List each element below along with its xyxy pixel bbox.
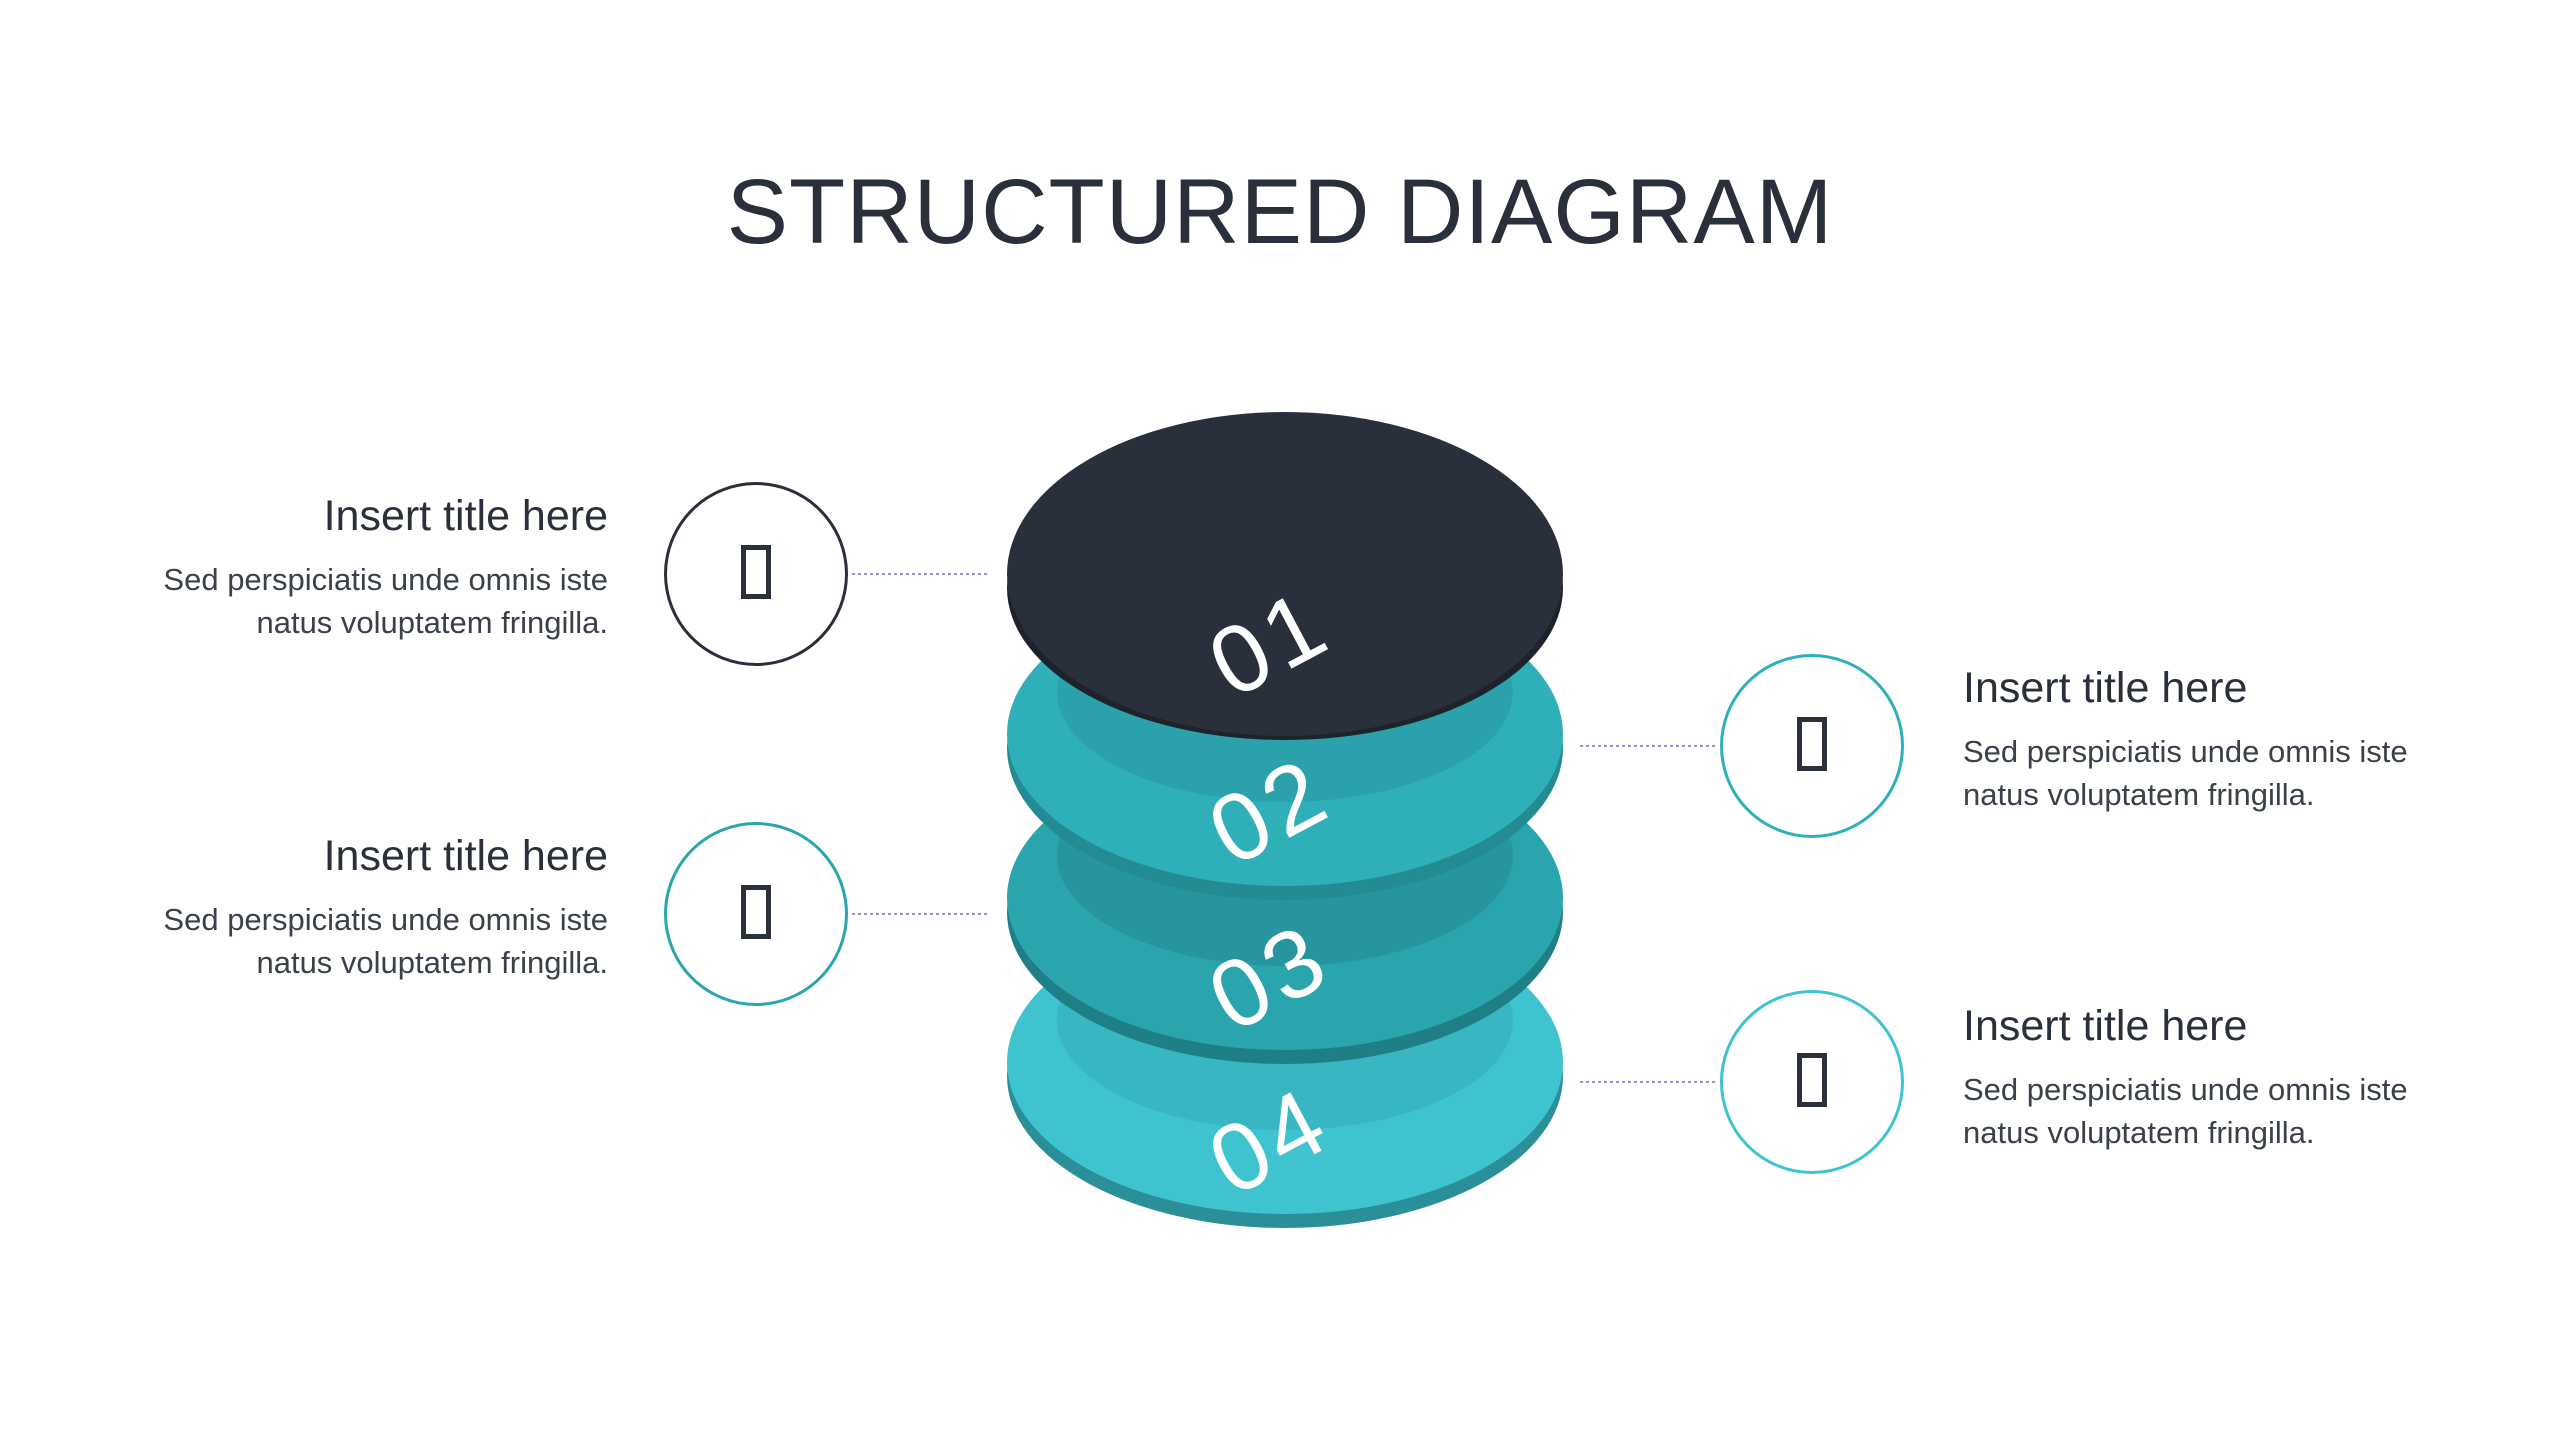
callout-title: Insert title here (323, 832, 608, 880)
callout-description: Sed perspiciatis unde omnis iste natus v… (1963, 730, 2483, 816)
callout-description-line: natus voluptatem fringilla. (256, 605, 608, 640)
icon-circle-02 (1720, 654, 1904, 838)
callout-02: Insert title here Sed perspiciatis unde … (1963, 662, 2483, 816)
callout-description: Sed perspiciatis unde omnis iste natus v… (88, 558, 608, 644)
callout-description-line: Sed perspiciatis unde omnis iste (163, 902, 608, 937)
callout-description-line: natus voluptatem fringilla. (1963, 1115, 2315, 1150)
disk-layer-01 (1007, 412, 1563, 740)
icon-circle-03 (664, 822, 848, 1006)
callout-description: Sed perspiciatis unde omnis iste natus v… (88, 898, 608, 984)
callout-03: Insert title here Sed perspiciatis unde … (88, 830, 608, 984)
callout-title: Insert title here (1963, 664, 2248, 712)
icon-circle-04 (1720, 990, 1904, 1174)
callout-04: Insert title here Sed perspiciatis unde … (1963, 1000, 2483, 1154)
placeholder-glyph-icon (1797, 1053, 1827, 1107)
placeholder-glyph-icon (1797, 717, 1827, 771)
callout-title: Insert title here (1963, 1002, 2248, 1050)
callout-title: Insert title here (323, 492, 608, 540)
callout-description-line: natus voluptatem fringilla. (256, 945, 608, 980)
placeholder-glyph-icon (741, 545, 771, 599)
callout-description-line: Sed perspiciatis unde omnis iste (163, 562, 608, 597)
callout-description-line: natus voluptatem fringilla. (1963, 777, 2315, 812)
icon-circle-01 (664, 482, 848, 666)
callout-description-line: Sed perspiciatis unde omnis iste (1963, 1072, 2408, 1107)
callout-description-line: Sed perspiciatis unde omnis iste (1963, 734, 2408, 769)
callout-01: Insert title here Sed perspiciatis unde … (88, 490, 608, 644)
callout-description: Sed perspiciatis unde omnis iste natus v… (1963, 1068, 2483, 1154)
page-title: STRUCTURED DIAGRAM (726, 161, 1834, 263)
placeholder-glyph-icon (741, 885, 771, 939)
